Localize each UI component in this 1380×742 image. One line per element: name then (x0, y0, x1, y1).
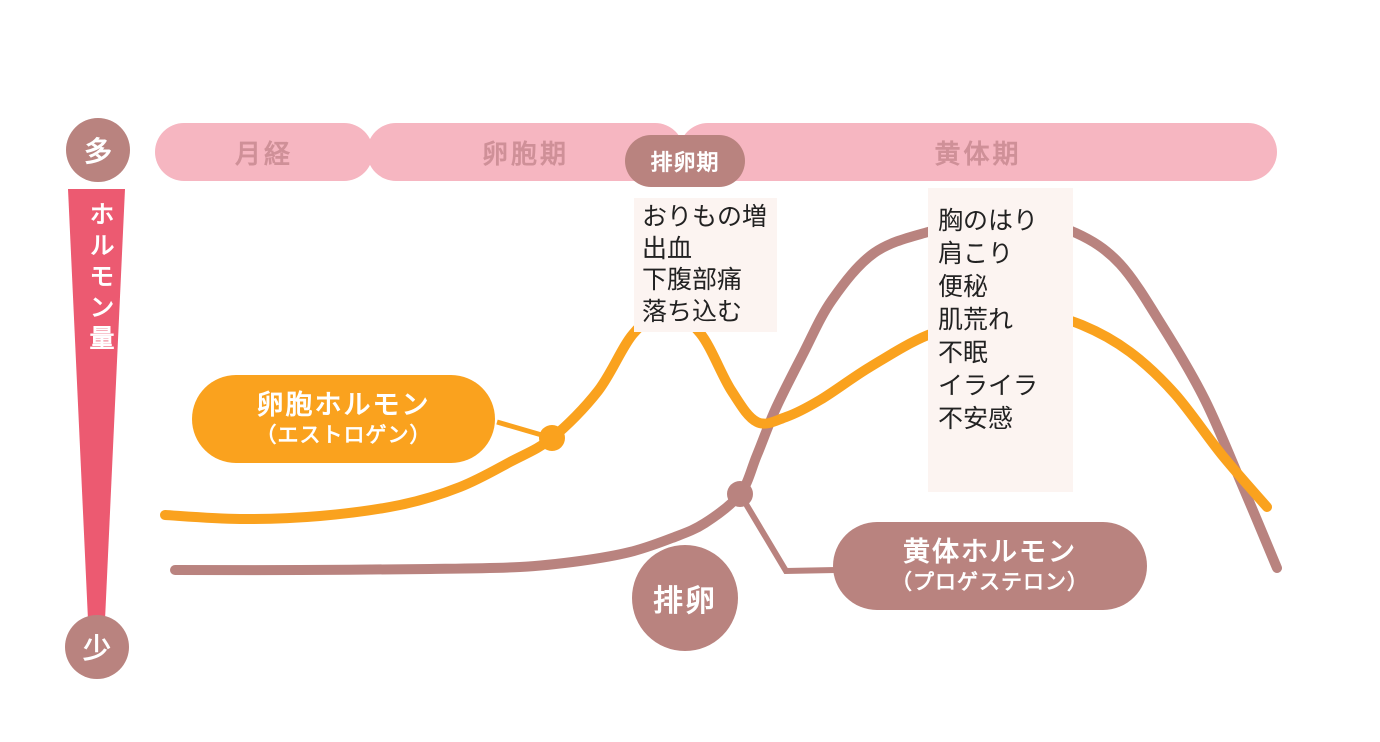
phase-label-follicular: 卵胞期 (481, 139, 569, 170)
estrogen-subname: （エストロゲン） (255, 422, 432, 447)
phase-label-luteal: 黄体期 (934, 139, 1022, 170)
phase-pill-ovulation: 排卵期 (625, 135, 745, 187)
axis-title: ホルモン量 (86, 201, 115, 356)
axis-high-circle: 多 (66, 118, 130, 182)
ovulation-symptoms-box: おりもの増 出血 下腹部痛 落ち込む (634, 198, 777, 332)
estrogen-name: 卵胞ホルモン (256, 389, 431, 421)
phase-label-menstruation: 月経 (234, 139, 293, 170)
estrogen-label-pill: 卵胞ホルモン （エストロゲン） (192, 375, 495, 463)
progesterone-name: 黄体ホルモン (903, 536, 1077, 568)
axis-high-label: 多 (83, 135, 112, 168)
progesterone-subname: （プロゲステロン） (891, 569, 1089, 594)
progesterone-marker-dot (727, 481, 753, 507)
ovulation-event-circle: 排卵 (632, 545, 738, 651)
luteal-symptoms-box: 胸のはり 肩こり 便秘 肌荒れ 不眠 イライラ 不安感 (928, 188, 1073, 492)
estrogen-curve (160, 307, 1272, 525)
progesterone-connector-line (737, 492, 837, 575)
hormone-amount-wedge (68, 189, 125, 620)
progesterone-curve (170, 216, 1282, 576)
phase-bar-luteal: 黄体期 (679, 123, 1277, 181)
axis-low-circle: 少 (65, 615, 129, 679)
axis-low-label: 少 (82, 632, 111, 665)
estrogen-marker-dot (539, 425, 565, 451)
phase-label-ovulation: 排卵期 (650, 151, 720, 176)
phase-bar-menstruation: 月経 (155, 123, 373, 181)
ovulation-event-label: 排卵 (653, 584, 717, 619)
progesterone-label-pill: 黄体ホルモン （プロゲステロン） (833, 522, 1147, 610)
